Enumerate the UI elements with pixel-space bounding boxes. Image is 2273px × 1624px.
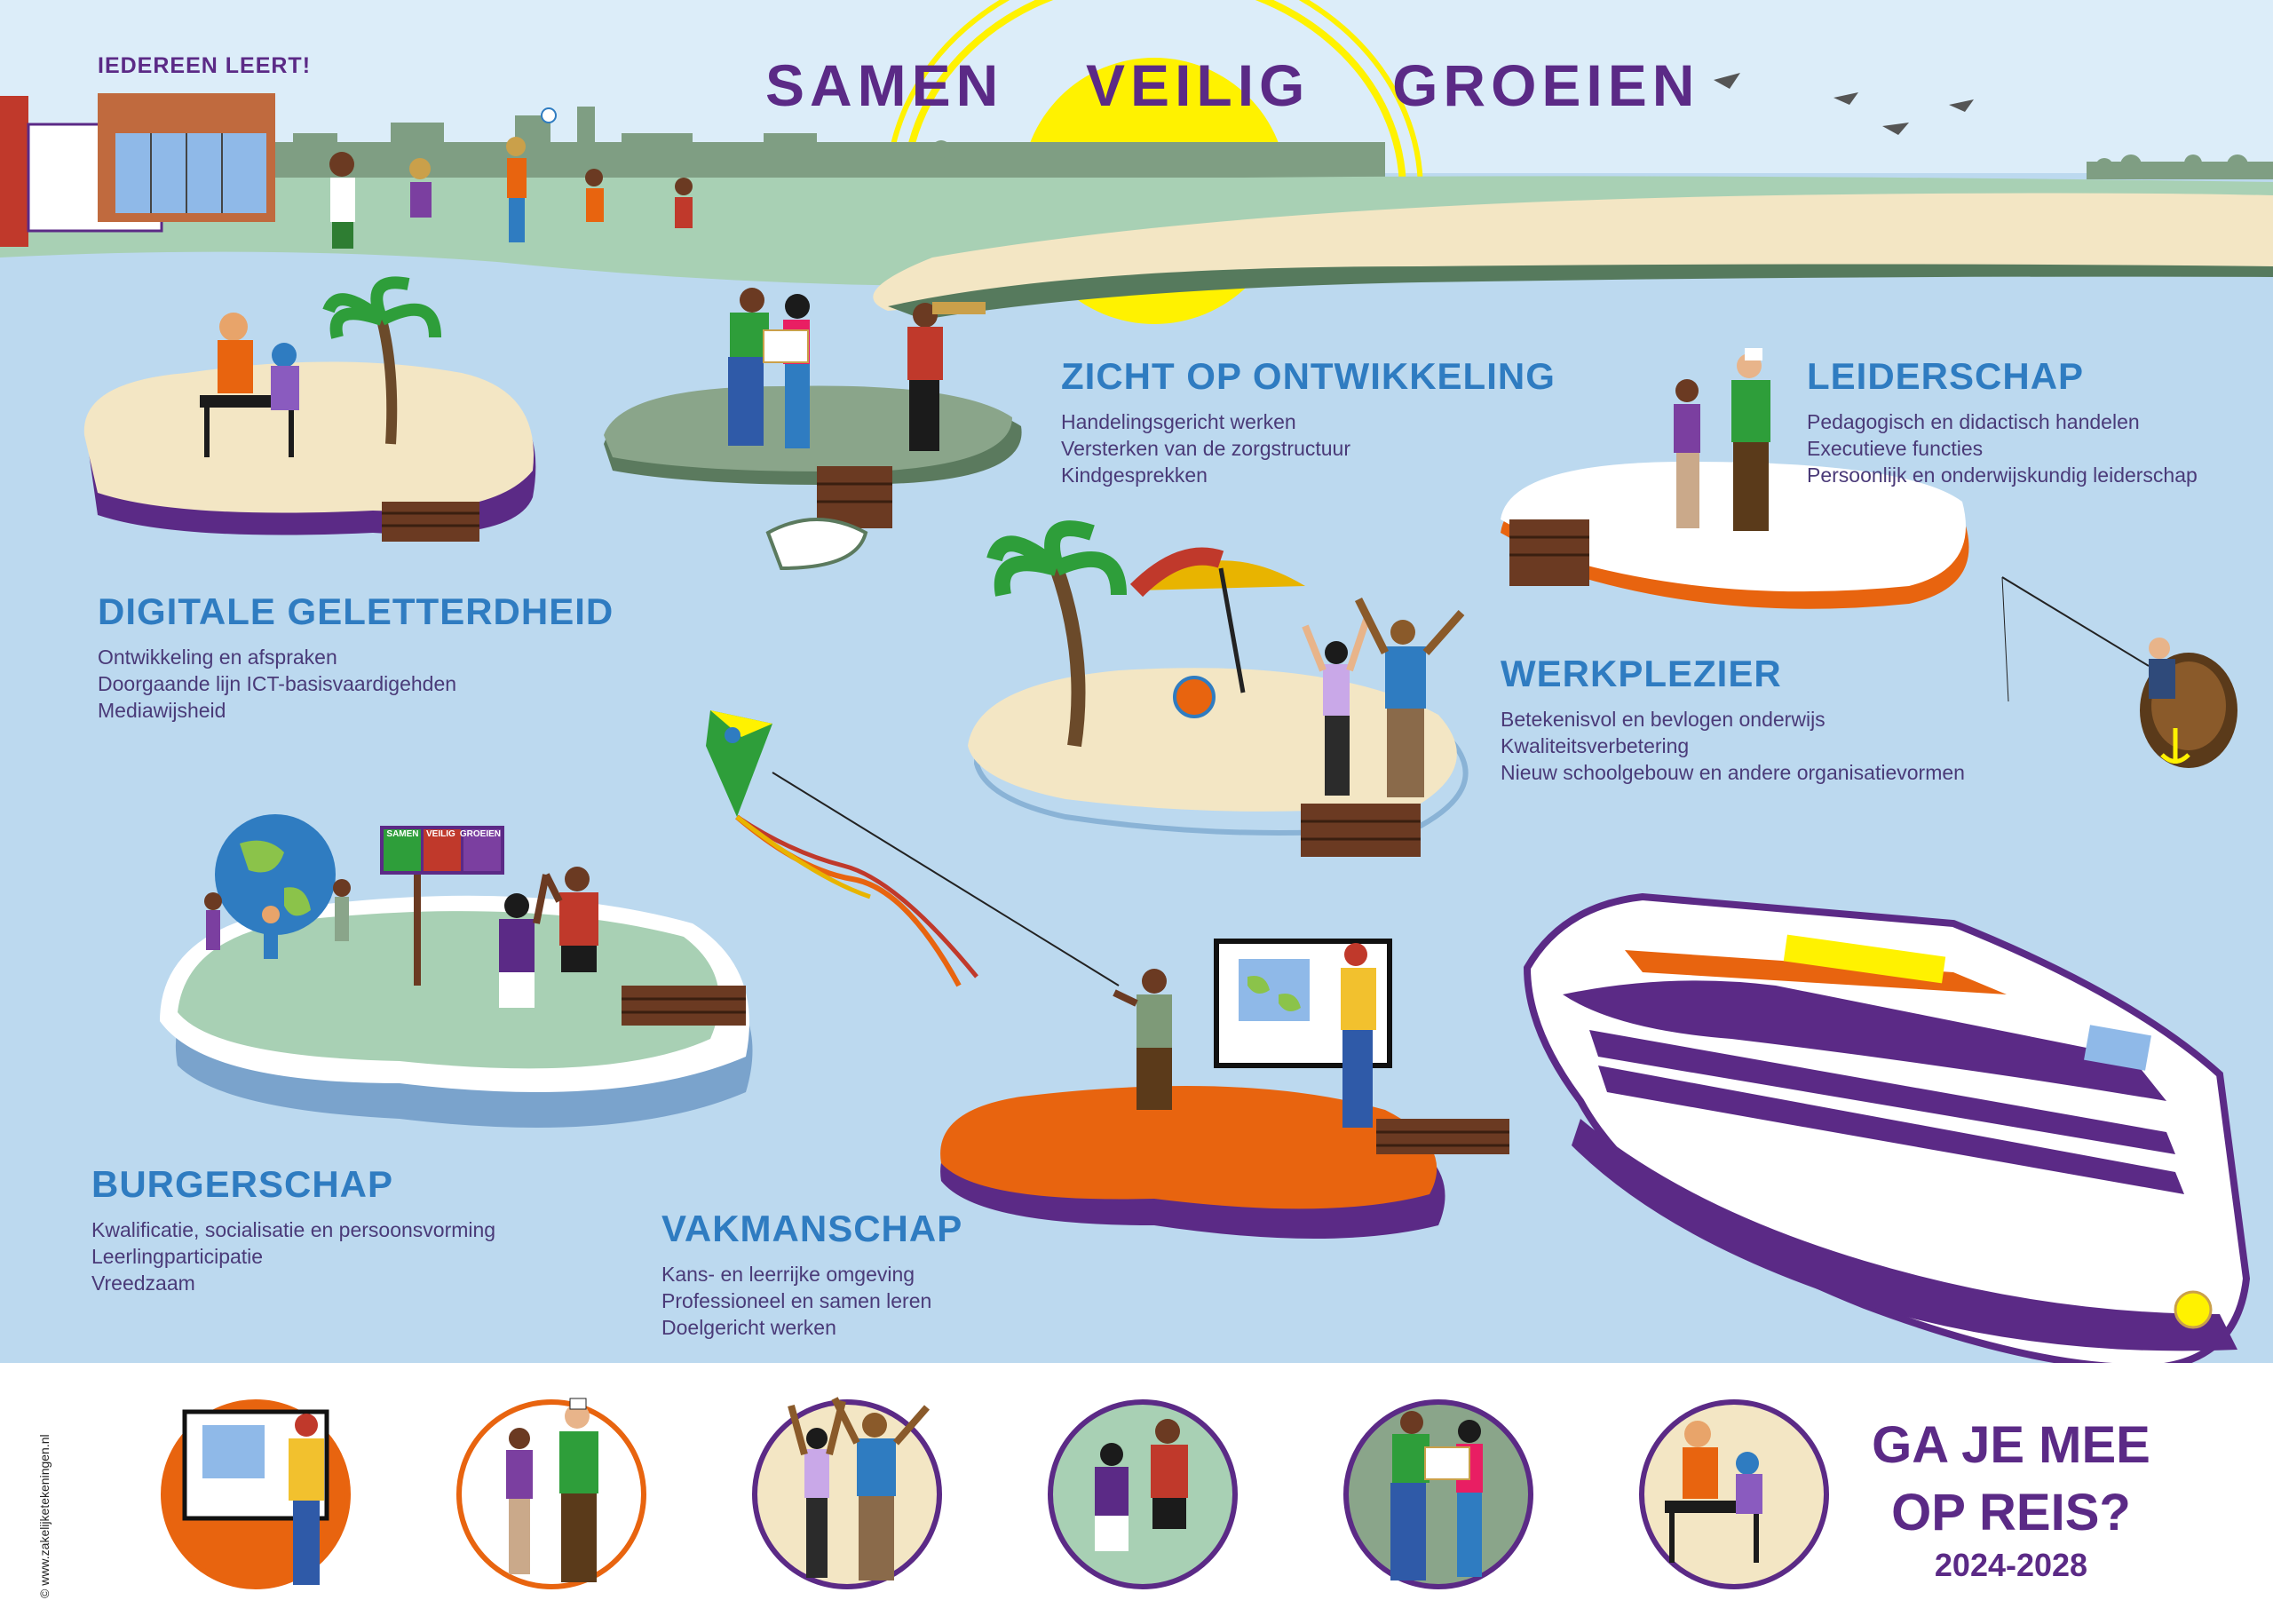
bird-icons	[1714, 73, 1974, 135]
section-items: Pedagogisch en didactisch handelen Execu…	[1807, 408, 2198, 488]
page-title: SAMEN VEILIG GROEIEN	[765, 52, 1700, 118]
kite	[706, 710, 1120, 987]
cta-line-1: GA JE MEE	[1872, 1416, 2150, 1474]
sign-label-groeien: GROEIEN	[459, 829, 501, 839]
section-item: Kindgesprekken	[1061, 463, 1208, 487]
section-item: Persoonlijk en onderwijskundig leidersch…	[1807, 463, 2198, 487]
section-item: Pedagogisch en didactisch handelen	[1807, 410, 2140, 433]
badge-digitale-geletterdheid	[1639, 1399, 1829, 1589]
section-item: Doelgericht werken	[661, 1316, 836, 1339]
school-building	[0, 93, 275, 247]
island-digitale-geletterdheid	[83, 276, 536, 542]
badge-leiderschap	[456, 1398, 646, 1589]
section-item: Nieuw schoolgebouw en andere organisatie…	[1501, 761, 1965, 784]
section-item: Doorgaande lijn ICT-basisvaardigehden	[98, 672, 457, 695]
cta-line-2: OP REIS?	[1891, 1484, 2131, 1541]
section-items: Kwalificatie, socialisatie en persoonsvo…	[91, 1216, 495, 1296]
skyline	[266, 107, 2273, 179]
cta-block: GA JE MEE OP REIS? 2024-2028	[1856, 1412, 2166, 1584]
badge-vakmanschap	[161, 1399, 351, 1589]
dark-shore	[888, 264, 2273, 320]
section-item: Handelingsgericht werken	[1061, 410, 1296, 433]
section-item: Versterken van de zorgstructuur	[1061, 437, 1350, 460]
section-heading: DIGITALE GELETTERDHEID	[98, 590, 614, 632]
section-items: Betekenisvol en bevlogen onderwijs Kwali…	[1501, 706, 1965, 786]
year-range: 2024-2028	[1934, 1547, 2088, 1583]
section-heading: WERKPLEZIER	[1501, 653, 1782, 694]
section-item: Leerlingparticipatie	[91, 1245, 264, 1268]
footer-badges	[161, 1397, 1829, 1589]
section-item: Vreedzaam	[91, 1271, 195, 1295]
section-item: Betekenisvol en bevlogen onderwijs	[1501, 708, 1826, 731]
section-item: Kans- en leerrijke omgeving	[661, 1263, 915, 1286]
sign-label-veilig: VEILIG	[426, 829, 455, 839]
sign-board: SAMEN VEILIG GROEIEN	[384, 829, 501, 871]
section-item: Professioneel en samen leren	[661, 1289, 932, 1312]
badge-zicht-op-ontwikkeling	[1343, 1399, 1533, 1589]
section-leiderschap: LEIDERSCHAP Pedagogisch en didactisch ha…	[1807, 355, 2198, 488]
section-heading: BURGERSCHAP	[91, 1163, 394, 1205]
badge-burgerschap	[1048, 1399, 1238, 1589]
section-item: Ontwikkeling en afspraken	[98, 646, 337, 669]
section-heading: VAKMANSCHAP	[661, 1208, 963, 1249]
cruise-ship	[1523, 892, 2251, 1372]
section-zicht-op-ontwikkeling: ZICHT OP ONTWIKKELING Handelingsgericht …	[1061, 355, 1556, 488]
fisherman-boat	[2001, 576, 2237, 768]
sign-label-samen: SAMEN	[386, 829, 419, 839]
section-heading: LEIDERSCHAP	[1807, 355, 2085, 397]
island-zicht-op-ontwikkeling	[604, 288, 1022, 571]
badge-werkplezier	[752, 1397, 942, 1589]
island-leiderschap	[1501, 348, 1969, 609]
section-heading: ZICHT OP ONTWIKKELING	[1061, 355, 1556, 397]
island-werkplezier	[968, 520, 1469, 857]
section-item: Kwalificatie, socialisatie en persoonsvo…	[91, 1218, 496, 1241]
island-vakmanschap	[940, 939, 1509, 1239]
section-items: Kans- en leerrijke omgeving Professionee…	[661, 1261, 962, 1341]
section-vakmanschap: VAKMANSCHAP Kans- en leerrijke omgeving …	[661, 1208, 962, 1341]
section-item: Mediawijsheid	[98, 699, 226, 722]
section-items: Handelingsgericht werken Versterken van …	[1061, 408, 1556, 488]
kicker-text: IEDEREEN LEERT!	[98, 53, 312, 78]
section-digitale-geletterdheid: DIGITALE GELETTERDHEID Ontwikkeling en a…	[98, 590, 614, 724]
section-item: Kwaliteitsverbetering	[1501, 734, 1690, 757]
section-burgerschap: BURGERSCHAP Kwalificatie, socialisatie e…	[91, 1163, 495, 1296]
island-burgerschap	[160, 814, 753, 1128]
section-werkplezier: WERKPLEZIER Betekenisvol en bevlogen ond…	[1501, 653, 1965, 786]
playing-children	[329, 107, 693, 249]
section-items: Ontwikkeling en afspraken Doorgaande lij…	[98, 644, 614, 724]
section-item: Executieve functies	[1807, 437, 1984, 460]
copyright-credit: © www.zakelijketekeningen.nl	[37, 1434, 51, 1598]
